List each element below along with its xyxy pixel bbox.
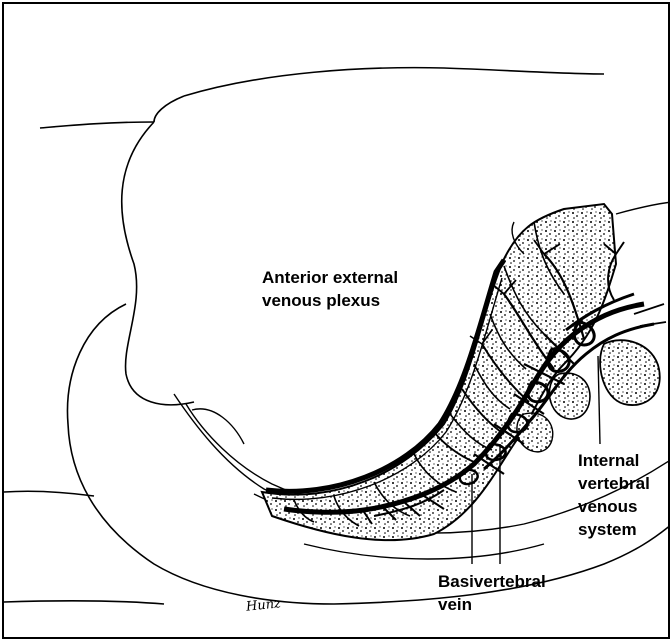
label-anterior-line-2: venous plexus bbox=[262, 289, 398, 312]
label-anterior-external-venous-plexus: Anterior external venous plexus bbox=[262, 266, 398, 312]
label-basivertebral-line-2: vein bbox=[438, 593, 546, 616]
label-anterior-line-1: Anterior external bbox=[262, 266, 398, 289]
label-internal-vertebral-venous-system: Internal vertebral venous system bbox=[578, 449, 650, 541]
label-internal-line-4: system bbox=[578, 518, 650, 541]
label-internal-line-1: Internal bbox=[578, 449, 650, 472]
label-basivertebral-line-1: Basivertebral bbox=[438, 570, 546, 593]
label-basivertebral-vein: Basivertebral vein bbox=[438, 570, 546, 616]
label-internal-line-2: vertebral bbox=[578, 472, 650, 495]
label-internal-line-3: venous bbox=[578, 495, 650, 518]
anatomy-illustration bbox=[4, 4, 670, 639]
